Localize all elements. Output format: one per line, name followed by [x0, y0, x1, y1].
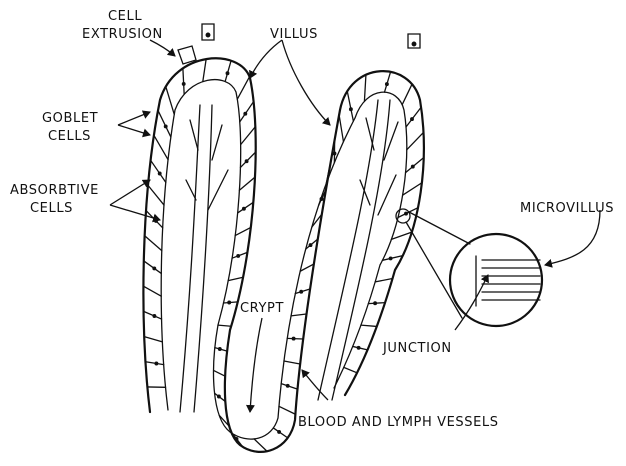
- cell-boundary: [146, 211, 163, 228]
- cell-nucleus: [411, 118, 414, 121]
- cell-nucleus: [286, 385, 289, 388]
- cell-nucleus: [153, 267, 156, 270]
- label-absorptive-1: ABSORBTIVE: [10, 183, 99, 198]
- cell-boundary: [402, 84, 412, 104]
- cell-boundary: [228, 277, 243, 280]
- cell-boundary: [214, 370, 226, 376]
- cell-nucleus: [300, 290, 303, 293]
- cell-nucleus: [155, 220, 158, 223]
- cell-boundary: [364, 75, 366, 102]
- cell-nucleus: [309, 244, 312, 247]
- cell-nucleus: [164, 125, 167, 128]
- cell-boundary: [148, 185, 164, 205]
- cell-nucleus: [228, 301, 231, 304]
- label-goblet-1: GOBLET: [42, 111, 98, 126]
- cell-nucleus: [292, 337, 295, 340]
- cell-boundary: [218, 325, 231, 326]
- cell-boundary: [339, 115, 343, 142]
- cell-nucleus: [243, 207, 246, 210]
- cell-boundary: [403, 183, 422, 195]
- cell-boundary: [291, 314, 306, 316]
- label-goblet-2: CELLS: [48, 129, 91, 144]
- cell-nucleus: [386, 83, 389, 86]
- cell-nucleus: [320, 198, 323, 201]
- cell-boundary: [237, 77, 249, 99]
- cell-boundary: [225, 61, 231, 82]
- cell-nucleus: [357, 347, 360, 350]
- label-absorptive-2: CELLS: [30, 201, 73, 216]
- cell-boundary: [203, 59, 206, 82]
- cell-boundary: [151, 160, 166, 182]
- cell-boundary: [166, 87, 174, 115]
- label-crypt: CRYPT: [240, 301, 284, 316]
- cell-boundary: [158, 110, 171, 137]
- cell-boundary: [145, 236, 162, 251]
- cell-nucleus: [245, 160, 248, 163]
- cell-boundary: [375, 279, 392, 282]
- cell-boundary: [154, 135, 168, 159]
- cell-boundary: [239, 177, 255, 190]
- cell-boundary: [406, 158, 424, 173]
- cell-boundary: [361, 325, 377, 326]
- cell-boundary: [183, 68, 184, 94]
- cell-boundary: [143, 286, 161, 296]
- cell-nucleus: [244, 112, 247, 115]
- label-cell-extrusion-1: CELL: [108, 9, 142, 24]
- cell-boundary: [241, 127, 256, 145]
- label-villus: VILLUS: [270, 27, 318, 42]
- cell-boundary: [144, 261, 161, 274]
- cell-boundary: [384, 72, 390, 92]
- cell-boundary: [344, 367, 357, 372]
- cell-boundary: [235, 227, 251, 235]
- label-vessels: BLOOD AND LYMPH VESSELS: [298, 415, 499, 430]
- cell-nucleus: [153, 315, 156, 318]
- cell-nucleus: [333, 152, 336, 155]
- label-microvillus: MICROVILLUS: [520, 201, 614, 216]
- cell-boundary: [240, 152, 255, 167]
- cell-nucleus: [219, 348, 222, 351]
- cell-boundary: [284, 361, 300, 364]
- cell-boundary: [254, 439, 267, 451]
- villus-outer-outline: [143, 58, 423, 452]
- cell-nucleus: [350, 108, 353, 111]
- cell-boundary: [406, 107, 421, 127]
- cell-boundary: [279, 406, 295, 414]
- left-villus-vessels: [180, 105, 228, 412]
- cell-nucleus: [226, 72, 229, 75]
- cell-boundary: [144, 311, 162, 319]
- cell-boundary: [347, 91, 353, 121]
- cell-nucleus: [374, 302, 377, 305]
- cell-boundary: [144, 337, 162, 342]
- cell-nucleus: [237, 255, 240, 258]
- epithelial-cell-boundaries: [143, 59, 423, 451]
- cell-boundary: [240, 102, 254, 122]
- cell-nucleus: [155, 362, 158, 365]
- cell-boundary: [407, 132, 424, 149]
- label-junction: JUNCTION: [382, 341, 452, 356]
- cell-nucleus: [389, 257, 392, 260]
- cell-nucleus: [235, 438, 238, 441]
- cell-nucleus: [412, 165, 415, 168]
- cell-nucleus: [405, 212, 408, 215]
- cell-nucleus: [182, 83, 185, 86]
- cell-nucleus: [278, 431, 281, 434]
- cell-nucleus: [218, 395, 221, 398]
- cell-nucleus: [158, 172, 161, 175]
- label-cell-extrusion-2: EXTRUSION: [82, 27, 163, 42]
